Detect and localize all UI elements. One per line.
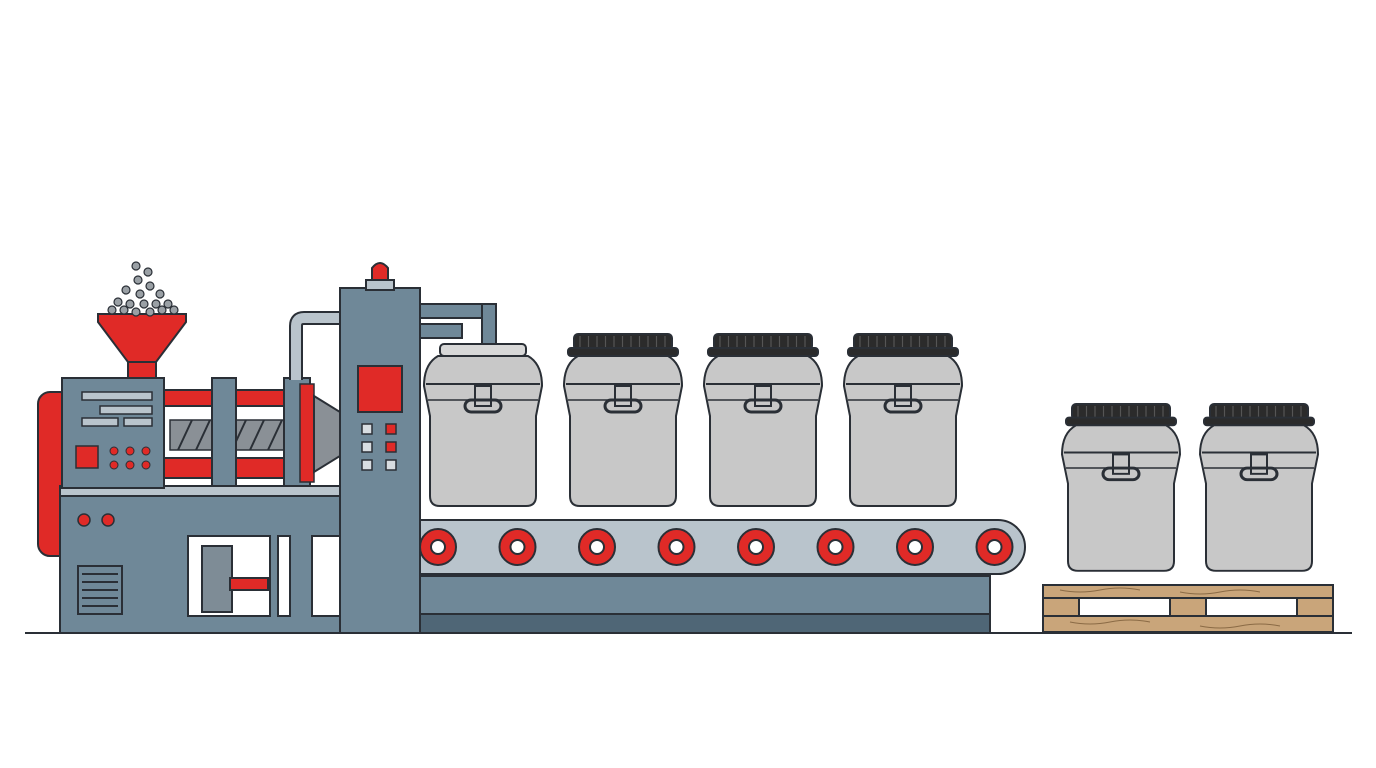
plastic-drum-icon (1060, 403, 1182, 572)
conveyor-rollers (419, 528, 1014, 566)
control-tower (339, 287, 421, 634)
conveyor-roller (498, 528, 537, 566)
panel-bar-3 (81, 417, 119, 427)
drum-handle (894, 385, 912, 407)
drum-body (702, 355, 824, 507)
mechanism-rod (229, 577, 269, 591)
tower-buttons (361, 423, 397, 471)
drum-body (842, 355, 964, 507)
housing-red-square (75, 445, 99, 469)
conveyor-roller (896, 528, 934, 566)
lower-post (277, 535, 291, 617)
overhead-pipe (289, 311, 340, 380)
housing-dot-grid (109, 446, 151, 470)
conveyor-belt-icon (419, 519, 1026, 634)
warning-light-icon (371, 262, 389, 281)
lower-window (311, 535, 341, 617)
conveyor-roller (737, 528, 775, 566)
drum-body (1060, 424, 1182, 572)
conveyor-roller (975, 528, 1014, 566)
tower-screen (357, 365, 403, 413)
hopper-icon (97, 313, 187, 379)
panel-bar-4 (123, 417, 153, 427)
drum-handle (1112, 453, 1130, 475)
pellets-icon (107, 261, 179, 317)
pallet-drums (1060, 403, 1320, 572)
plastic-drum-icon (842, 333, 964, 507)
conveyor-roller (578, 528, 616, 566)
drum-handle (614, 385, 632, 407)
screw-barrel-icon (163, 377, 341, 487)
pallet-icon (1042, 584, 1334, 633)
panel-bar-2 (99, 405, 153, 415)
plastic-drum-icon (702, 333, 824, 507)
plastic-drum-icon (422, 343, 544, 507)
base-indicator-1 (77, 513, 91, 527)
plastic-drum-icon (1198, 403, 1320, 572)
plastic-drum-icon (562, 333, 684, 507)
vent-grille-icon (77, 565, 123, 615)
conveyor-roller (419, 528, 457, 566)
conveyor-belt (419, 519, 1026, 575)
drum-body (562, 355, 684, 507)
drum-handle (474, 385, 492, 407)
conveyor-roller (657, 528, 696, 566)
drum-body (422, 355, 544, 507)
side-duct-2 (417, 323, 463, 339)
conveyor-base-shadow (419, 613, 991, 634)
base-indicator-2 (101, 513, 115, 527)
panel-bar-1 (81, 391, 153, 401)
drum-handle (1250, 453, 1268, 475)
conveyor-roller (816, 528, 855, 566)
control-panel-icon (339, 262, 421, 634)
drum-handle (754, 385, 772, 407)
drum-body (1198, 424, 1320, 572)
injection-molding-machine-icon (37, 261, 497, 634)
mechanism-block (201, 545, 233, 613)
drum-open-rim (439, 343, 527, 357)
tower-cap (365, 279, 395, 291)
conveyor-drums (422, 333, 964, 507)
